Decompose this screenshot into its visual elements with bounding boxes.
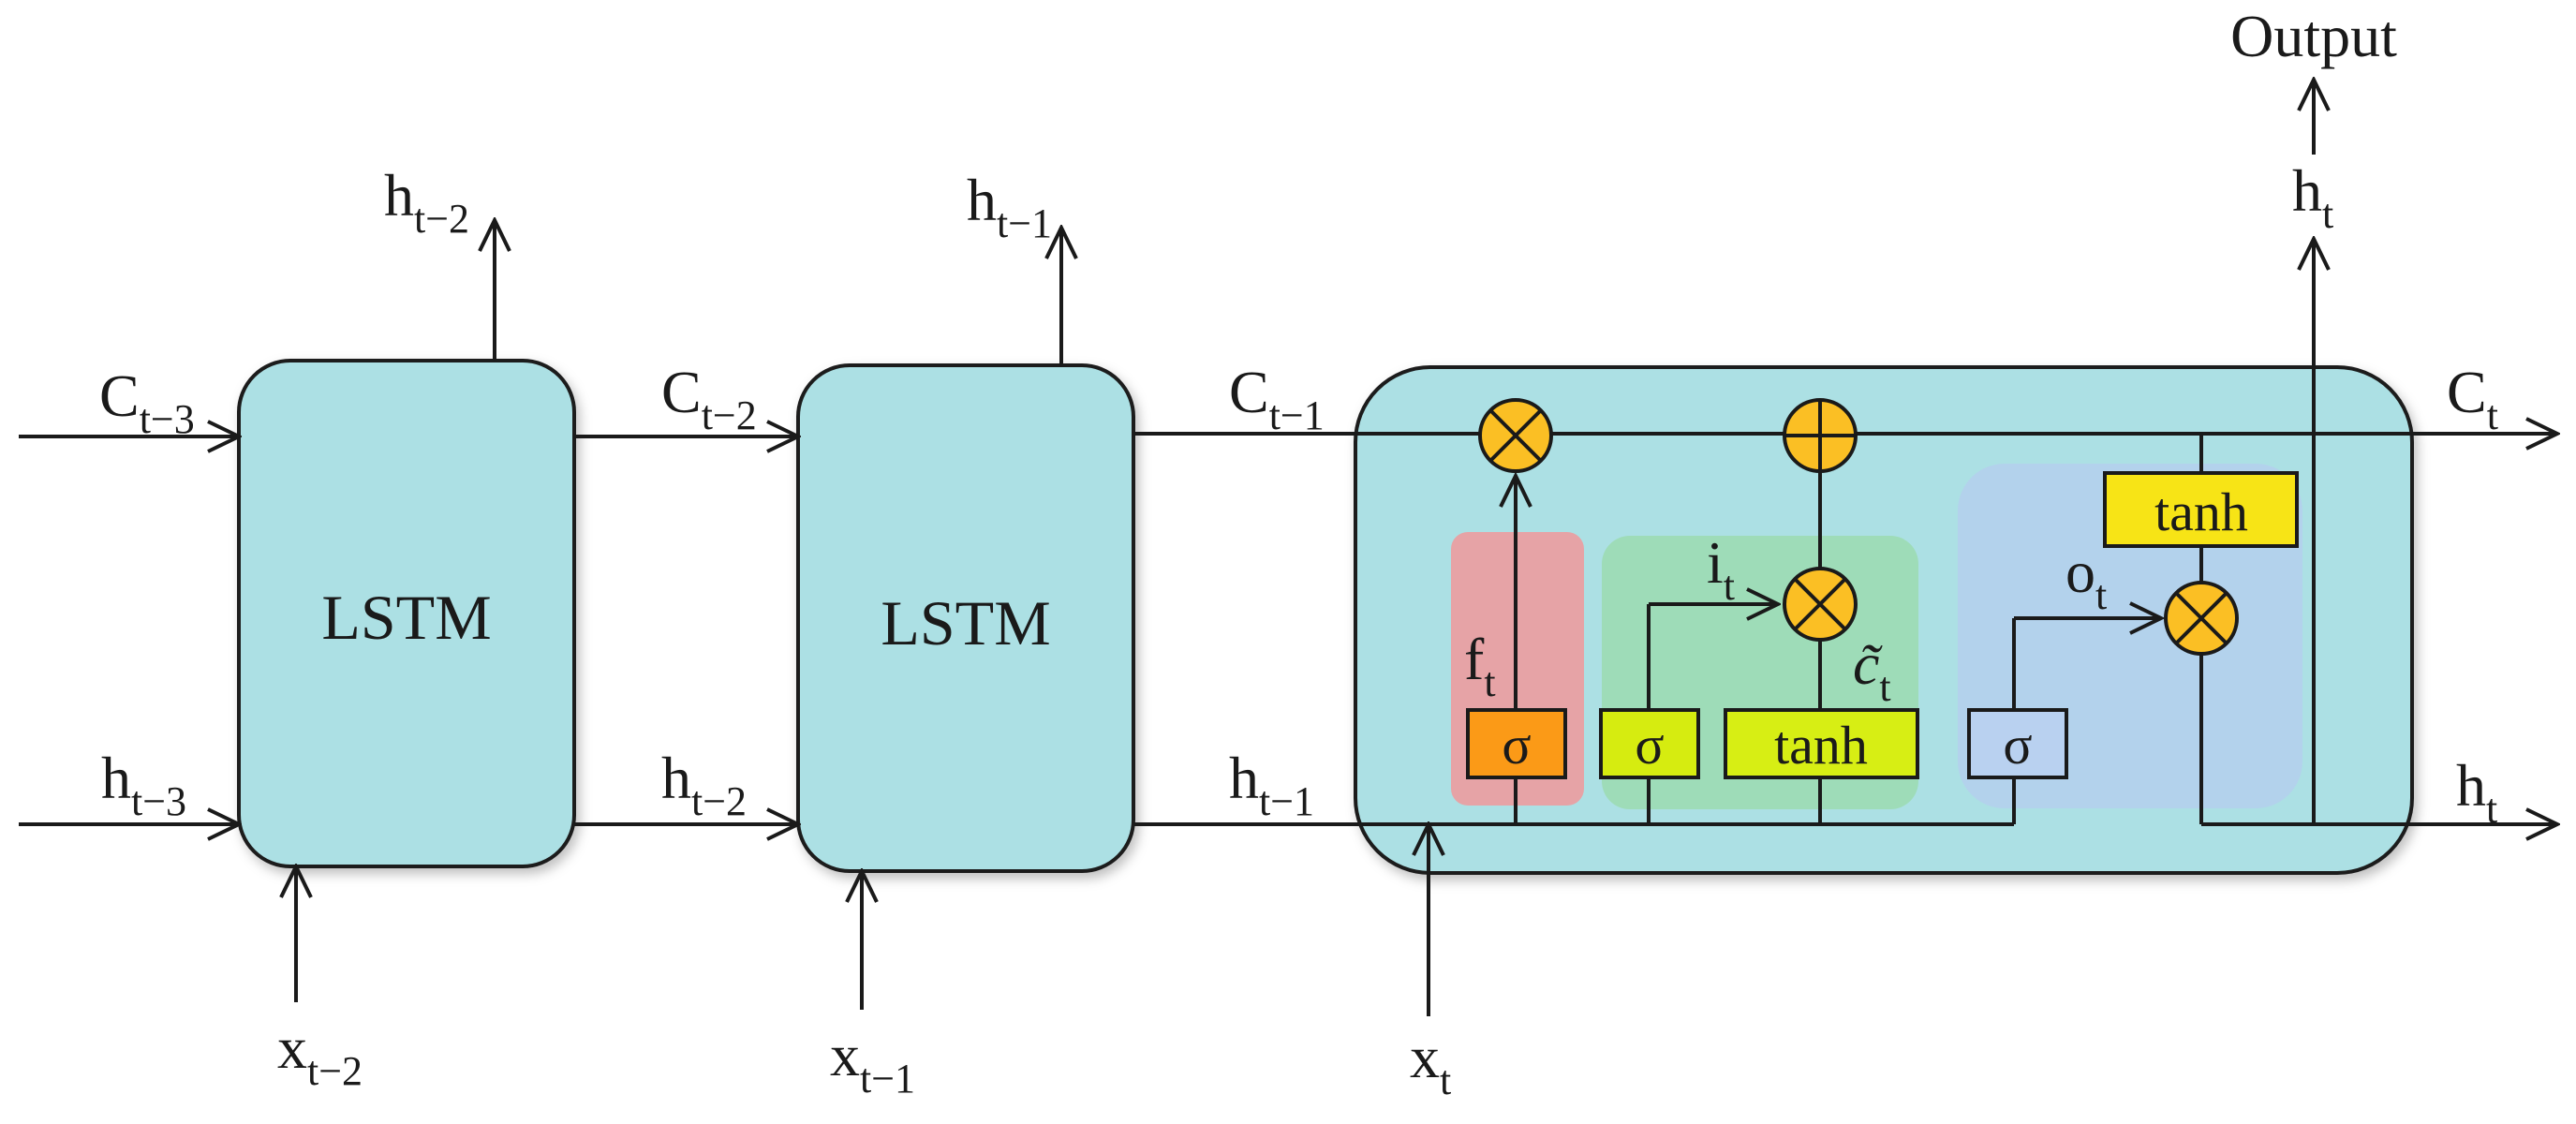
x-t1-label: xt−1 [830,1022,915,1102]
h-t2-out-label: ht−2 [384,162,469,242]
forget-f-label: ft [1464,626,1496,705]
input-sigma-box [1599,708,1700,779]
c-t-out-label: Ct [2447,359,2498,438]
h-t1-out-label: ht−1 [967,167,1052,246]
output-label: Output [2230,3,2397,69]
forget-multiply-icon [1488,408,1543,463]
h-t2-label: ht−2 [661,745,747,824]
cand-tanh-label: tanh [1774,715,1868,776]
lstm-cell-1-label: LSTM [321,582,491,653]
lstm-cell-detailed: σ ft σ it tanh c̃t σ ot tanh [1133,239,2557,1016]
h-t-out-label: ht [2456,752,2497,832]
cell-add-icon [1784,400,1856,471]
input-i-label: it [1707,529,1735,609]
cand-c-label: c̃t [1853,630,1891,710]
c-t2-label: Ct−2 [661,359,757,438]
input-sigma-label: σ [1635,715,1664,776]
h-t1-label: ht−1 [1229,745,1314,824]
c-t3-label: Ct−3 [99,362,195,442]
h-t3-label: ht−3 [101,745,186,824]
output-tanh-label: tanh [2154,481,2248,542]
output-o-label: ot [2065,539,2107,618]
input-multiply-icon [1793,577,1847,631]
output-sigma-label: σ [2003,715,2032,776]
h-t-up-label: ht [2292,157,2333,237]
lstm-cell-2-label: LSTM [881,587,1050,658]
lstm-cell-2: LSTM [796,363,1135,873]
lstm-cell-2-box [796,363,1135,873]
c-t1-label: Ct−1 [1229,359,1325,438]
output-tanh-box [2103,471,2299,548]
lstm-cell-1-box [237,359,576,868]
x-t2-label: xt−2 [277,1014,363,1094]
output-multiply-icon [2174,591,2228,645]
forget-sigma-label: σ [1502,715,1531,776]
x-t-label: xt [1410,1024,1451,1103]
cand-tanh-box [1724,708,1919,779]
forget-sigma-box [1466,708,1567,779]
lstm-cell-1: LSTM [237,359,576,868]
output-sigma-box [1967,708,2068,779]
